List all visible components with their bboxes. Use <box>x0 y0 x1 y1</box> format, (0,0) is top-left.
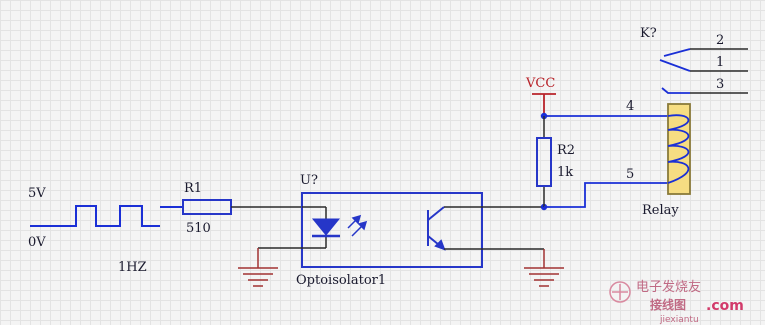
collector-net <box>482 182 668 211</box>
ground-symbol-left <box>238 247 302 287</box>
relay-name: Relay <box>642 203 679 218</box>
vcc-label: VCC <box>525 76 555 91</box>
relay-nc-contact <box>663 48 691 57</box>
vcc-power-symbol: VCC <box>525 76 668 138</box>
relay-coil: 4 5 <box>626 99 691 195</box>
square-wave-source: 5V 0V 1HZ <box>28 186 160 275</box>
led-symbol <box>302 206 368 249</box>
r2-value: 1k <box>557 165 573 180</box>
watermark-site: 接线图 <box>650 297 686 312</box>
resistor-r2: R2 1k <box>536 137 575 187</box>
relay-no-contact <box>661 87 690 94</box>
relay-pin-2: 2 <box>716 33 724 48</box>
relay-coil-winding <box>667 114 690 184</box>
relay-pin-3: 3 <box>716 77 724 92</box>
relay-armature <box>659 59 691 72</box>
relay-coil-body <box>667 103 691 195</box>
relay-contacts: 2 1 3 <box>659 33 748 94</box>
relay-pin-4: 4 <box>626 99 634 114</box>
r2-body <box>536 137 552 187</box>
r1-value: 510 <box>186 221 211 236</box>
signal-high-label: 5V <box>28 186 46 201</box>
r1-designator: R1 <box>184 181 202 196</box>
relay-designator: K? <box>640 26 657 41</box>
optoisolator-u: U? Optoisolator1 <box>296 173 483 288</box>
watermark-logo-icon <box>609 281 631 303</box>
led-triangle <box>311 218 341 236</box>
light-emission-arrows <box>347 214 368 237</box>
optoisolator-name: Optoisolator1 <box>296 273 386 288</box>
watermark-brand: 电子发烧友 <box>636 279 701 295</box>
transistor-emitter-arrow <box>434 239 446 251</box>
square-wave-signal <box>30 205 160 227</box>
transistor-collector <box>427 206 445 221</box>
watermark-domain: .com <box>706 298 744 314</box>
r1-body <box>182 199 232 215</box>
watermark: 电子发烧友 接线图 .com jiexiantu <box>609 279 744 325</box>
signal-low-label: 0V <box>28 235 46 250</box>
optoisolator-body <box>301 192 483 268</box>
ground-symbol-right <box>482 248 564 287</box>
relay-pin-1: 1 <box>716 55 724 70</box>
relay-pin-5: 5 <box>626 167 634 182</box>
optoisolator-designator: U? <box>300 173 318 188</box>
phototransistor-symbol <box>427 206 482 251</box>
signal-frequency-label: 1HZ <box>118 260 147 275</box>
watermark-url: jiexiantu <box>659 315 699 325</box>
r2-designator: R2 <box>557 143 575 158</box>
relay-k: K? Relay 2 1 3 4 5 <box>626 26 748 218</box>
resistor-r1: R1 510 <box>160 181 302 236</box>
